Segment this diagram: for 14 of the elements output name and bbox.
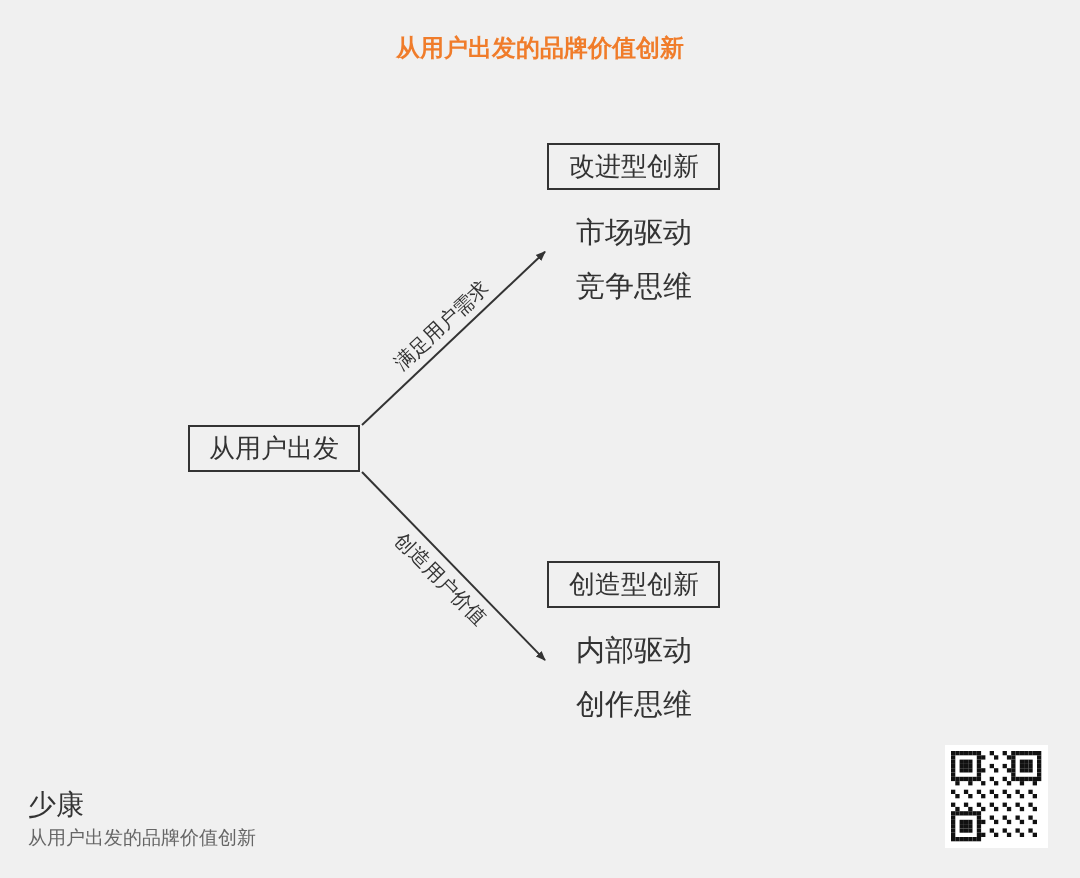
edge-label: 创造用户价值	[391, 529, 491, 629]
diagram-title: 从用户出发的品牌价值创新	[395, 33, 685, 64]
author-name: 少康	[28, 787, 85, 823]
node-note: 竞争思维	[575, 268, 692, 305]
label-box: 从用户出发	[188, 425, 360, 472]
arrow	[361, 471, 546, 662]
label-box: 创造型创新	[547, 561, 720, 608]
node-note: 内部驱动	[575, 632, 692, 669]
edge-label: 满足用户需求	[390, 277, 493, 374]
node-note: 创作思维	[575, 686, 692, 723]
footer-subtitle: 从用户出发的品牌价值创新	[28, 825, 256, 850]
label-box: 改进型创新	[547, 143, 720, 190]
node-note: 市场驱动	[575, 214, 692, 251]
arrow	[361, 250, 546, 426]
